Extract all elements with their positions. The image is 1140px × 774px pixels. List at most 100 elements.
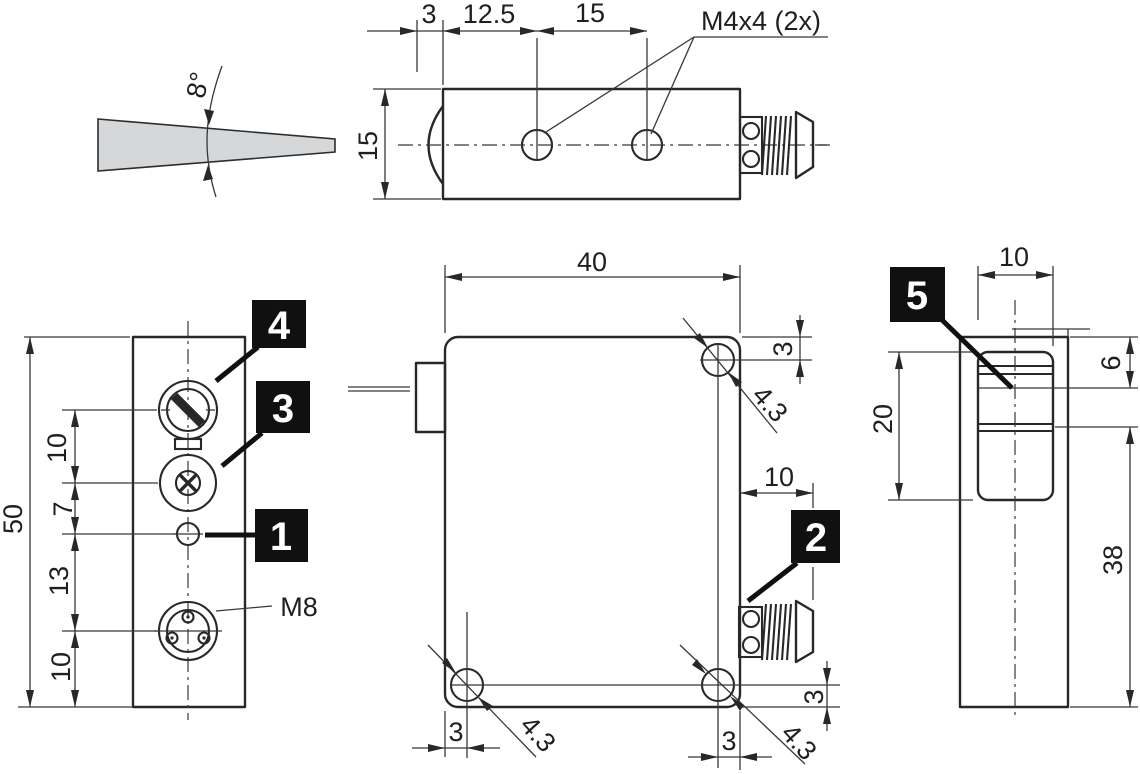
connector-pin [181, 610, 195, 624]
led-outer [158, 453, 218, 513]
arrowhead [1126, 337, 1134, 354]
leader-line [545, 36, 695, 133]
angle-arc [206, 65, 223, 198]
arrowhead [978, 271, 995, 279]
m8-connector-face: M8 [154, 592, 318, 662]
top-view: 3 12.5 15 15 M4x4 (2x) [353, 0, 830, 201]
arrowhead [428, 744, 445, 752]
connector-pin [197, 631, 211, 645]
arrowhead [478, 697, 493, 711]
dim-10-connector: 10 [764, 462, 794, 492]
housing-outline [958, 335, 1070, 709]
callout-1: 1 [205, 509, 308, 562]
dim-7: 7 [48, 501, 78, 516]
lens-protrusion [414, 361, 447, 434]
callout-3: 3 [220, 381, 310, 468]
beam-angle-label: 8° [181, 69, 216, 101]
callout-4-badge [252, 300, 306, 348]
callout-leader [214, 345, 260, 383]
leader-line [650, 36, 695, 135]
arrowhead [1036, 271, 1053, 279]
beam-wedge [97, 118, 336, 172]
dim-10-bottom: 10 [46, 652, 76, 682]
dim-3-br: 3 [721, 726, 736, 756]
dim-38: 38 [1098, 545, 1128, 575]
callout-1-badge [255, 509, 308, 562]
dim-3-top: 3 [768, 341, 798, 356]
connector-protrusion-dimension: 10 [740, 462, 814, 600]
callout-leader [220, 431, 264, 468]
arrowhead [71, 517, 79, 534]
dim-12-5: 12.5 [463, 0, 516, 29]
hole-offset-side-dimension: 3 [742, 661, 840, 731]
dim-3-side: 3 [799, 689, 829, 704]
callout-2-badge [791, 510, 840, 563]
arrowhead [823, 668, 831, 685]
arrowhead [71, 534, 79, 551]
arrowhead [796, 489, 813, 497]
callout-2: 2 [746, 510, 840, 603]
lower-axis-dimension: 38 [1098, 427, 1134, 707]
flange-detail [741, 121, 761, 141]
pot-slot [170, 392, 206, 428]
left-side-view: M8 50 10 7 1 3 [0, 300, 318, 720]
dim-15-vertical: 15 [353, 131, 383, 161]
arrowhead [442, 658, 456, 673]
dim-10-top: 10 [42, 433, 72, 463]
m8-label: M8 [280, 592, 318, 622]
arrowhead [71, 631, 79, 648]
arrowhead [203, 165, 213, 181]
arrowhead [26, 690, 34, 707]
top-dimension-chain: 3 12.5 15 [367, 0, 648, 160]
hole-offset-br-dimension: 3 [688, 711, 772, 770]
arrowhead [71, 614, 79, 631]
arrowhead [381, 89, 389, 106]
connector-cap [794, 110, 815, 180]
arrowhead [71, 690, 79, 707]
thread-label: M4x4 (2x) [701, 6, 821, 36]
arrowhead [381, 182, 389, 199]
arrowhead [796, 360, 804, 377]
flange-detail [741, 635, 761, 655]
arrowhead [443, 27, 460, 35]
arrowhead [895, 352, 903, 369]
callout-4-number: 4 [268, 304, 291, 348]
callout-5-number: 5 [906, 274, 928, 318]
pin-dot [170, 636, 174, 640]
dim-40: 40 [577, 247, 607, 277]
flange-detail [741, 149, 761, 169]
arrowhead [445, 273, 462, 281]
dim-6: 6 [1096, 355, 1126, 370]
arrowhead [728, 372, 742, 387]
hole-offset-bl-dimension: 3 [412, 711, 500, 757]
arrowhead [692, 659, 706, 674]
width-dimension: 40 [444, 247, 741, 333]
dim-50: 50 [0, 504, 28, 534]
arrowhead [630, 27, 647, 35]
housing-outline [441, 87, 742, 201]
arrowhead [537, 27, 554, 35]
arrowhead [26, 337, 34, 354]
dim-10-right: 10 [999, 242, 1029, 272]
dim-3-bl: 3 [448, 717, 463, 747]
arrowhead [740, 489, 757, 497]
arrowhead [730, 696, 744, 711]
callout-2-number: 2 [805, 516, 827, 560]
thread-label-group: M4x4 (2x) [545, 6, 828, 135]
pin-dot [186, 615, 190, 619]
pin-dot [202, 636, 206, 640]
pot-tab [173, 437, 203, 451]
overall-height-dimension: 50 [0, 336, 133, 708]
connector-flange [737, 605, 764, 659]
callout-4: 4 [214, 300, 306, 383]
arrowhead [796, 320, 804, 337]
hole-offset-top-dimension: 3 [742, 315, 812, 384]
arrowhead [1126, 690, 1134, 707]
callout-leader [746, 561, 799, 603]
flange-detail [741, 609, 761, 629]
arrowhead [740, 753, 757, 761]
connector-thread [760, 115, 793, 176]
arrowhead [71, 483, 79, 500]
